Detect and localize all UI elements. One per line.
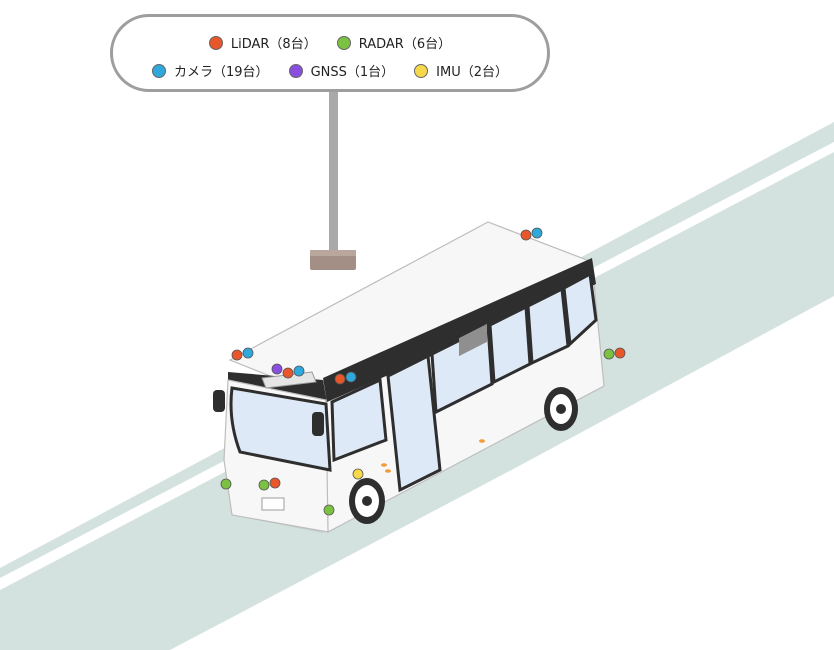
legend-item-gnss: GNSS（1台） [288, 61, 395, 80]
bus-side-belt [323, 258, 596, 402]
camera-dot-icon [152, 63, 167, 78]
road-lane-line-lower [178, 296, 834, 650]
marker-light [479, 439, 485, 443]
legend-pole-base-top [310, 250, 356, 256]
lidar-marker [614, 347, 626, 359]
rear-wheel [544, 387, 578, 431]
side-window-4 [562, 271, 598, 348]
gnss-marker [271, 363, 283, 375]
imu-dot-icon [414, 63, 429, 78]
camera-marker [242, 347, 254, 359]
front-windshield [229, 386, 332, 472]
lidar-marker [269, 477, 281, 489]
lidar-marker [282, 367, 294, 379]
radar-marker [323, 504, 335, 516]
radar-marker [258, 479, 270, 491]
lidar-marker [231, 349, 243, 361]
sensor-legend: LiDAR（8台） RADAR（6台） カメラ（19台） GNSS（1台） IM… [110, 14, 550, 92]
camera-marker [531, 227, 543, 239]
side-front-window [330, 377, 388, 463]
left-mirror [213, 390, 225, 412]
front-wheel [349, 478, 385, 524]
legend-item-imu: IMU（2台） [414, 61, 508, 80]
marker-light [381, 463, 387, 467]
side-window-2 [488, 304, 532, 385]
camera-marker [293, 365, 305, 377]
lidar-marker [334, 373, 346, 385]
legend-label: カメラ（19台） [174, 65, 269, 80]
legend-row: カメラ（19台） GNSS（1台） IMU（2台） [113, 61, 547, 80]
destination-sign [459, 323, 487, 357]
lidar-marker [520, 229, 532, 241]
license-plate [261, 497, 285, 511]
radar-dot-icon [336, 35, 351, 50]
lidar-dot-icon [208, 35, 223, 50]
bus [213, 221, 605, 533]
right-mirror [312, 412, 324, 436]
sensor-markers [220, 227, 626, 516]
imu-marker [352, 468, 364, 480]
marker-light [385, 469, 391, 473]
radar-marker [220, 478, 232, 490]
gnss-dot-icon [288, 63, 303, 78]
legend-label: LiDAR（8台） [230, 37, 317, 52]
legend-label: RADAR（6台） [358, 37, 452, 52]
legend-label: IMU（2台） [436, 65, 508, 80]
radar-marker [603, 348, 615, 360]
legend-item-radar: RADAR（6台） [336, 33, 452, 52]
legend-pole [329, 92, 338, 252]
legend-item-lidar: LiDAR（8台） [208, 33, 317, 52]
bus-door [386, 353, 442, 493]
legend-label: GNSS（1台） [310, 65, 395, 80]
legend-item-camera: カメラ（19台） [152, 61, 269, 80]
side-window-3 [526, 286, 570, 366]
legend-row: LiDAR（8台） RADAR（6台） [113, 33, 547, 52]
camera-marker [345, 371, 357, 383]
